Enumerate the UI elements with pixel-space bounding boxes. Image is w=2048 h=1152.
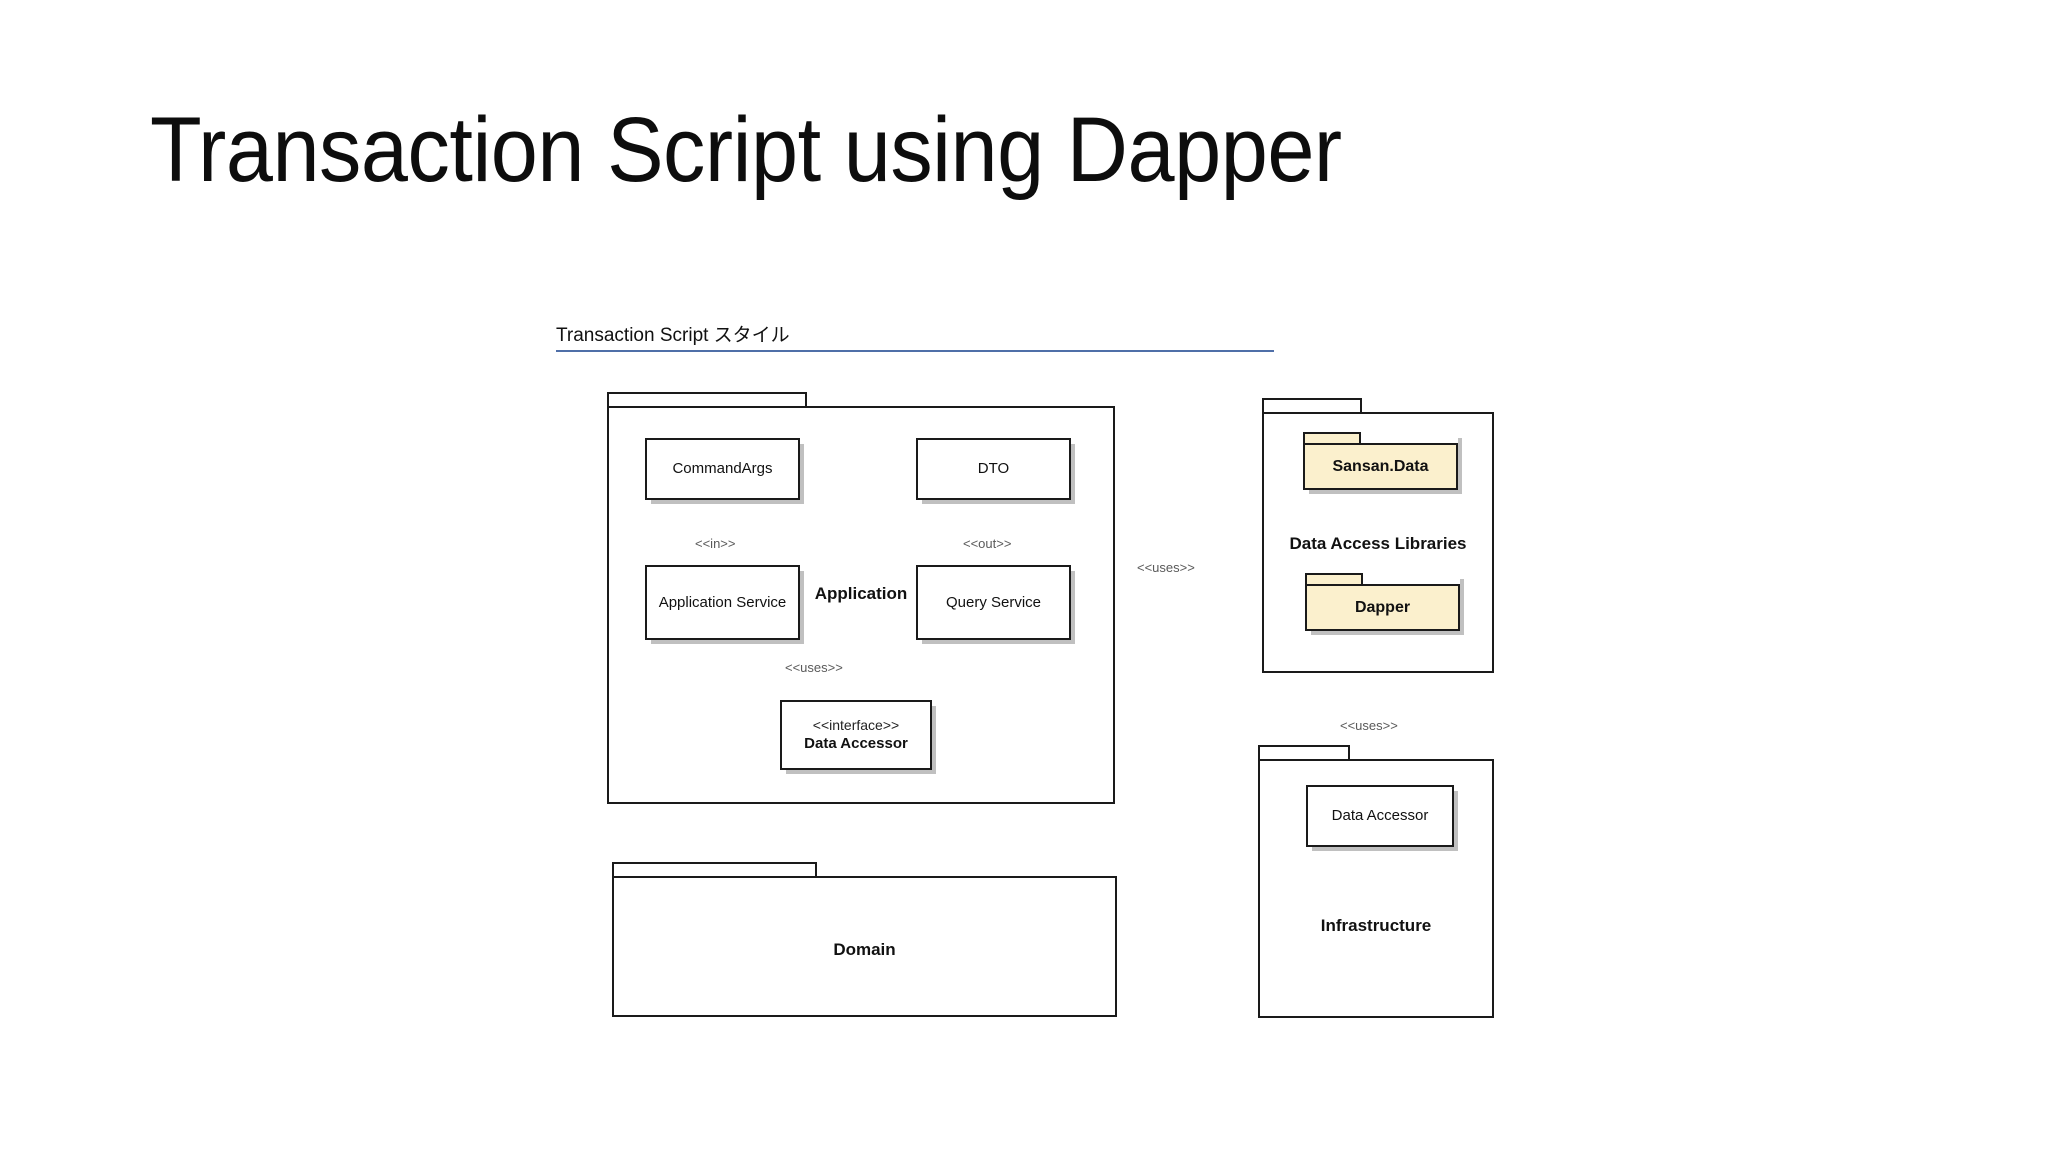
library-name: Dapper — [1354, 598, 1411, 616]
package-tab — [1258, 745, 1350, 759]
edge-label-uses-infrastructure: <<uses>> — [1340, 718, 1398, 733]
class-query-service[interactable]: Query Service — [916, 565, 1071, 640]
library-sansan-data[interactable]: Sansan.Data — [1303, 432, 1458, 490]
package-tab — [607, 392, 807, 406]
class-name: Application Service — [658, 593, 787, 611]
package-label-infrastructure: Infrastructure — [1320, 916, 1432, 935]
class-name: CommandArgs — [672, 460, 773, 478]
package-tab — [1262, 398, 1362, 412]
diagram-caption-text: Transaction Script スタイル — [556, 325, 790, 346]
class-name: DTO — [977, 460, 1010, 478]
library-name: Sansan.Data — [1332, 457, 1429, 475]
library-body: Sansan.Data — [1303, 443, 1458, 490]
class-name: Data Accessor — [804, 735, 908, 752]
edge-label-out: <<out>> — [963, 536, 1012, 551]
page-title: Transaction Script using Dapper — [150, 99, 1342, 201]
edge-label-uses-query-service: <<uses>> — [1137, 560, 1195, 575]
library-tab — [1305, 573, 1363, 584]
library-dapper[interactable]: Dapper — [1305, 573, 1460, 631]
library-body: Dapper — [1305, 584, 1460, 631]
library-tab — [1303, 432, 1361, 443]
package-domain[interactable]: Domain — [612, 862, 1117, 1017]
package-label-data-access-libraries: Data Access Libraries — [1289, 534, 1467, 553]
class-data-accessor-impl[interactable]: Data Accessor — [1306, 785, 1454, 847]
edge-label-in: <<in>> — [695, 536, 736, 551]
class-name: Query Service — [945, 593, 1042, 611]
diagram-caption: Transaction Script スタイル — [556, 320, 1274, 352]
class-stereotype: <<interface>> — [812, 716, 900, 733]
package-body — [612, 876, 1117, 1017]
package-tab — [612, 862, 817, 876]
class-command-args[interactable]: CommandArgs — [645, 438, 800, 500]
edge-label-uses-app-service: <<uses>> — [785, 660, 843, 675]
class-name: Data Accessor — [1331, 807, 1429, 825]
package-label-application: Application — [814, 584, 908, 603]
class-dto[interactable]: DTO — [916, 438, 1071, 500]
class-application-service[interactable]: Application Service — [645, 565, 800, 640]
package-label-domain: Domain — [833, 940, 896, 959]
class-data-accessor-interface[interactable]: <<interface>> Data Accessor — [780, 700, 932, 770]
